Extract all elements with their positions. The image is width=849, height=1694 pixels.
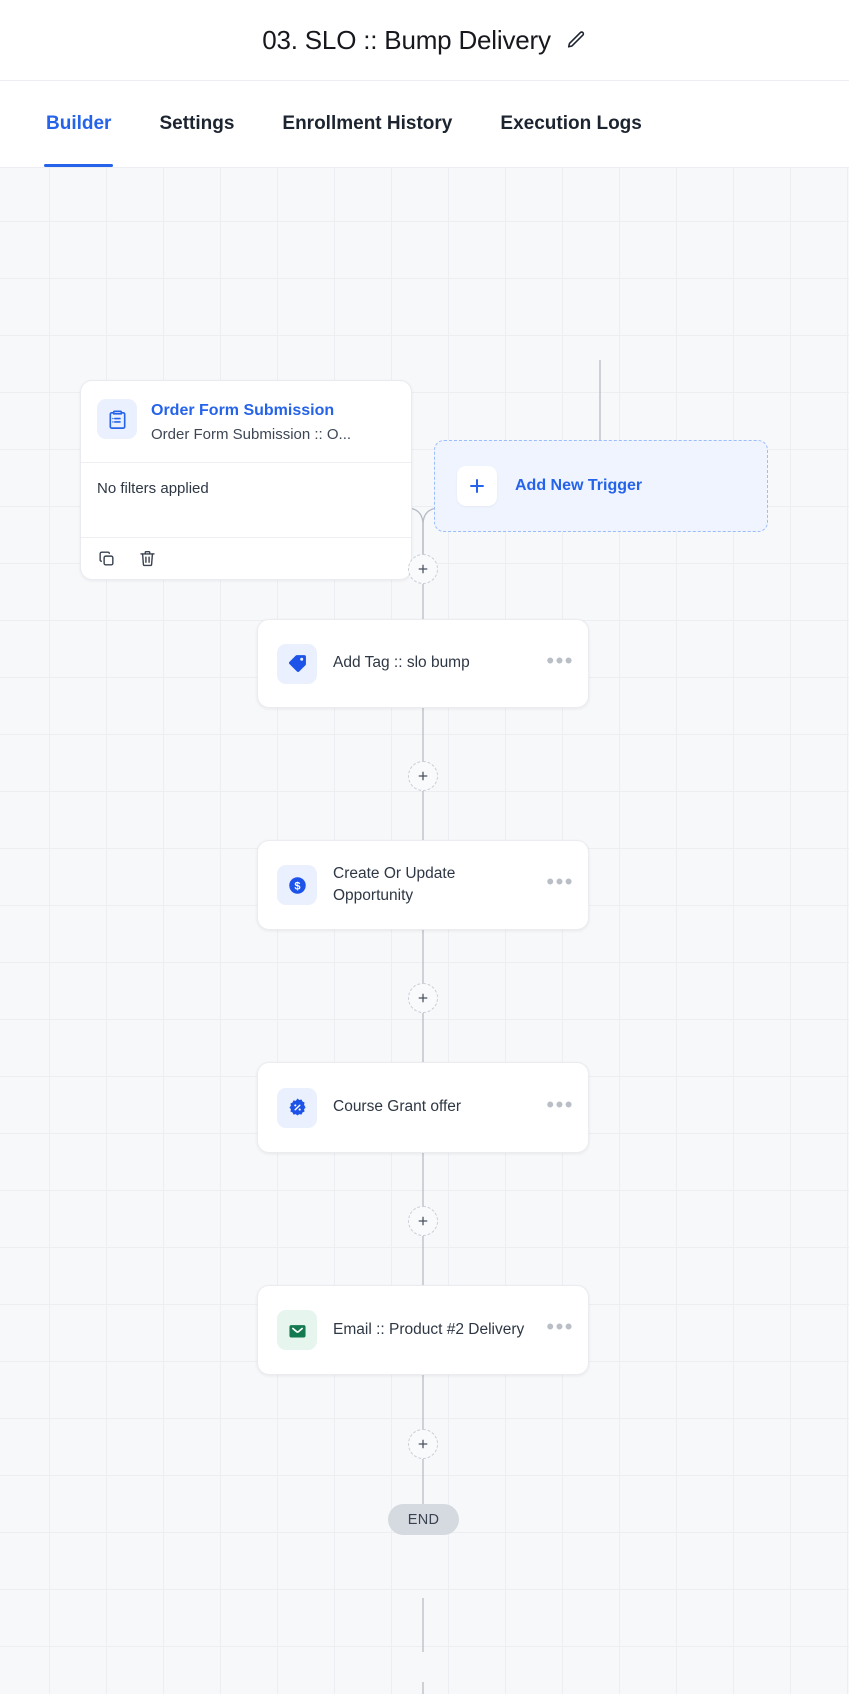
trigger-card-footer <box>81 537 411 579</box>
add-new-trigger-button[interactable]: Add New Trigger <box>434 440 768 532</box>
trigger-subtitle: Order Form Submission :: O... <box>151 425 352 443</box>
tab-settings-label: Settings <box>159 113 235 134</box>
trigger-card-header: Order Form Submission Order Form Submiss… <box>81 381 411 462</box>
tab-enrollment-history[interactable]: Enrollment History <box>258 81 476 167</box>
step-label: Create Or Update Opportunity <box>333 864 456 904</box>
pencil-icon[interactable] <box>565 29 587 51</box>
step-menu-icon[interactable]: ••• <box>546 869 574 894</box>
page-title: 03. SLO :: Bump Delivery <box>262 24 551 55</box>
step-menu-icon[interactable]: ••• <box>546 1091 574 1117</box>
tab-execution-logs[interactable]: Execution Logs <box>476 81 665 167</box>
end-badge: END <box>388 1504 459 1535</box>
step-card-add-tag[interactable]: Add Tag :: slo bump ••• <box>257 619 589 708</box>
percent-badge-icon <box>277 1087 317 1128</box>
dollar-circle-icon: $ <box>277 865 317 905</box>
add-new-trigger-label: Add New Trigger <box>515 477 643 494</box>
add-step-node-5[interactable] <box>408 1429 438 1459</box>
trash-icon[interactable] <box>138 549 157 568</box>
tab-execution-logs-label: Execution Logs <box>500 113 642 134</box>
tab-enrollment-history-label: Enrollment History <box>282 113 453 134</box>
tag-icon <box>277 643 317 684</box>
step-menu-icon[interactable]: ••• <box>546 1314 574 1339</box>
step-card-email-product-2-delivery[interactable]: Email :: Product #2 Delivery ••• <box>257 1285 589 1375</box>
tab-bar: Builder Settings Enrollment History Exec… <box>0 81 849 168</box>
page-header: 03. SLO :: Bump Delivery <box>0 0 849 81</box>
step-menu-icon[interactable]: ••• <box>546 647 574 673</box>
svg-text:$: $ <box>294 880 300 892</box>
trigger-title: Order Form Submission <box>151 402 335 419</box>
add-step-node-4[interactable] <box>408 1206 438 1236</box>
envelope-icon <box>277 1310 317 1350</box>
tab-builder-label: Builder <box>46 113 112 134</box>
step-card-create-or-update-opportunity[interactable]: $ Create Or Update Opportunity ••• <box>257 840 589 930</box>
add-step-node-1[interactable] <box>408 554 438 584</box>
tab-settings[interactable]: Settings <box>135 81 258 167</box>
plus-icon <box>457 466 497 506</box>
step-label: Add Tag :: slo bump <box>333 654 470 672</box>
step-card-course-grant-offer[interactable]: Course Grant offer ••• <box>257 1062 589 1153</box>
workflow-canvas[interactable]: Order Form Submission Order Form Submiss… <box>0 168 849 1694</box>
tab-builder[interactable]: Builder <box>22 81 135 167</box>
trigger-card[interactable]: Order Form Submission Order Form Submiss… <box>80 380 412 581</box>
duplicate-icon[interactable] <box>97 549 116 568</box>
add-step-node-3[interactable] <box>408 983 438 1013</box>
step-label: Course Grant offer <box>333 1098 462 1116</box>
clipboard-list-icon <box>97 399 137 439</box>
step-label: Email :: Product #2 Delivery <box>333 1320 525 1338</box>
trigger-filters-text: No filters applied <box>81 462 411 537</box>
add-step-node-2[interactable] <box>408 761 438 791</box>
